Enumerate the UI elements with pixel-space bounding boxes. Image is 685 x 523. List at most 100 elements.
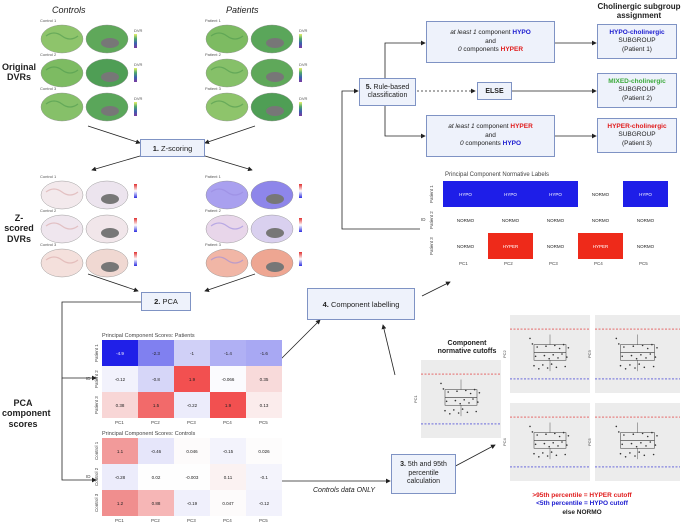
original-control-label-2: Control 2 bbox=[40, 52, 57, 57]
mixed-subgroup-name: MIXED-cholinergic bbox=[608, 77, 666, 85]
controls-heatmap-cell-3-3: -0.19 bbox=[174, 490, 210, 516]
controls-heatmap-id: ID bbox=[86, 474, 91, 479]
mixed-subgroup-patient: (Patient 2) bbox=[622, 94, 652, 102]
controls-heatmap-cell-1-5: 0.026 bbox=[246, 438, 282, 464]
original-patient-colorbar-3 bbox=[299, 102, 302, 116]
controls-heatmap-cell-2-5: -0.1 bbox=[246, 464, 282, 490]
controls-heatmap-col-2: PC2 bbox=[151, 518, 160, 523]
cutoff-plot-5 bbox=[595, 403, 680, 481]
hypo-rule-box: at least 1 component HYPO and 0 componen… bbox=[426, 21, 555, 63]
zscoring-step-box: 1. Z-scoring bbox=[140, 139, 205, 157]
controls-heatmap-cell-1-1: 1.1 bbox=[102, 438, 138, 464]
label-cell-3-2: HYPER bbox=[488, 233, 533, 259]
patients-heatmap-col-2: PC2 bbox=[151, 420, 160, 425]
original-patient-label-2: Patient 2 bbox=[205, 52, 221, 57]
hyper-rule-component: component bbox=[476, 123, 509, 131]
hypo-rule-component: component bbox=[478, 29, 511, 37]
patients-heatmap-id: ID bbox=[86, 376, 91, 381]
zscored-control-label-2: Control 2 bbox=[40, 208, 57, 213]
zscored-patient-colorbar-2 bbox=[299, 218, 302, 232]
controls-heatmap-col-5: PC5 bbox=[259, 518, 268, 523]
original-patient-legend-1: DVR bbox=[299, 28, 308, 33]
zscored-patient-brain-2 bbox=[205, 214, 294, 244]
patients-heatmap-cell-3-5: 0.13 bbox=[246, 392, 282, 418]
legend-hypo: <5th percentile = HYPO cutoff bbox=[536, 500, 628, 508]
original-patient-brain-2 bbox=[205, 58, 294, 88]
percentile-step-number: 3. bbox=[400, 460, 406, 468]
original-patient-colorbar-2 bbox=[299, 68, 302, 82]
legend-else: else NORMO bbox=[562, 508, 602, 516]
legend-hyper: >95th percentile = HYPER cutoff bbox=[532, 492, 632, 499]
zscored-control-colorbar-2 bbox=[134, 218, 137, 232]
original-patient-label-1: Patient 1 bbox=[205, 18, 221, 23]
controls-heatmap-cell-3-4: 0.047 bbox=[210, 490, 246, 516]
controls-heatmap-cell-1-4: -0.15 bbox=[210, 438, 246, 464]
label-cell-3-3: NORMO bbox=[533, 233, 578, 259]
controls-heatmap-cell-2-1: -0.28 bbox=[102, 464, 138, 490]
hyper-rule-and: and bbox=[485, 131, 496, 139]
hyper-subgroup-patient: (Patient 3) bbox=[621, 139, 652, 147]
controls-heatmap-col-4: PC4 bbox=[223, 518, 232, 523]
controls-heatmap-title: Principal Component Scores: Controls bbox=[102, 431, 196, 437]
hyper-rule-hypo: HYPO bbox=[502, 140, 522, 148]
hypo-rule-components: components bbox=[463, 46, 499, 54]
hypo-rule-and: and bbox=[485, 37, 496, 45]
original-patient-legend-2: DVR bbox=[299, 62, 308, 67]
hyper-rule-atleast: at least 1 bbox=[448, 123, 475, 131]
controls-heatmap-cell-3-1: 1.2 bbox=[102, 490, 138, 516]
label-cell-1-2: HYPO bbox=[488, 181, 533, 207]
original-patient-brain-1 bbox=[205, 24, 294, 54]
patients-heatmap-cell-2-3: 1.9 bbox=[174, 366, 210, 392]
original-control-colorbar-3 bbox=[134, 102, 137, 116]
cutoff-legend: >95th percentile = HYPER cutoff <5th per… bbox=[527, 492, 637, 517]
classification-step-number: 5. bbox=[365, 83, 372, 91]
patients-heatmap-row-3: Patient 3 bbox=[94, 396, 99, 414]
controls-column-title: Controls bbox=[52, 5, 86, 15]
hypo-rule-atleast: at least 1 bbox=[450, 29, 477, 37]
label-cell-3-5: NORMO bbox=[623, 233, 668, 259]
original-control-legend-1: DVR bbox=[134, 28, 143, 33]
percentile-step-label: 5th and 95th percentile calculation bbox=[406, 460, 447, 486]
label-cell-1-1: HYPO bbox=[443, 181, 488, 207]
label-table-id: ID bbox=[421, 217, 426, 222]
labelling-step-number: 4. bbox=[322, 299, 329, 309]
zscored-control-colorbar-3 bbox=[134, 252, 137, 266]
pca-component-scores-label: PCA component scores bbox=[2, 398, 51, 429]
original-control-legend-2: DVR bbox=[134, 62, 143, 67]
patients-heatmap-cell-1-2: -2.3 bbox=[138, 340, 174, 366]
controls-heatmap-cell-2-4: 0.11 bbox=[210, 464, 246, 490]
pca-step-box: 2. PCA bbox=[141, 292, 191, 311]
patients-heatmap-cell-2-5: 0.35 bbox=[246, 366, 282, 392]
patients-heatmap-col-4: PC4 bbox=[223, 420, 232, 425]
else-box: ELSE bbox=[477, 82, 512, 100]
patients-heatmap-cell-3-1: 0.38 bbox=[102, 392, 138, 418]
zscored-control-label-1: Control 1 bbox=[40, 174, 57, 179]
hyper-subgroup-name: HYPER-cholinergic bbox=[607, 122, 667, 130]
label-table-col-3: PC3 bbox=[549, 261, 558, 266]
hyper-rule-zero: 0 bbox=[459, 140, 464, 148]
patients-heatmap-cell-3-2: 1.5 bbox=[138, 392, 174, 418]
hyper-rule-hyper: HYPER bbox=[510, 123, 533, 131]
label-table-row-3: Patient 3 bbox=[429, 237, 434, 255]
controls-heatmap-cell-3-5: -0.12 bbox=[246, 490, 282, 516]
label-table-col-2: PC2 bbox=[504, 261, 513, 266]
controls-heatmap-row-1: Control 1 bbox=[94, 441, 99, 460]
label-table-col-1: PC1 bbox=[459, 261, 468, 266]
else-label: ELSE bbox=[485, 87, 504, 95]
label-cell-3-1: NORMO bbox=[443, 233, 488, 259]
label-cell-3-4: HYPER bbox=[578, 233, 623, 259]
label-cell-1-5: HYPO bbox=[623, 181, 668, 207]
hypo-subgroup-name: HYPO-cholinergic bbox=[609, 28, 665, 36]
zscored-patient-brain-3 bbox=[205, 248, 294, 278]
patients-heatmap-row-1: Patient 1 bbox=[94, 344, 99, 362]
original-control-colorbar-2 bbox=[134, 68, 137, 82]
zscored-control-brain-1 bbox=[40, 180, 129, 210]
patients-heatmap-cell-2-2: -0.8 bbox=[138, 366, 174, 392]
percentile-step-box: 3. 5th and 95th percentile calculation bbox=[391, 454, 456, 494]
original-control-brain-1 bbox=[40, 24, 129, 54]
zscored-patient-label-3: Patient 3 bbox=[205, 242, 221, 247]
original-control-colorbar-1 bbox=[134, 34, 137, 48]
label-cell-2-5: NORMO bbox=[623, 207, 668, 233]
hypo-rule-zero: 0 bbox=[457, 46, 462, 54]
cutoff-plot-1 bbox=[421, 360, 501, 438]
